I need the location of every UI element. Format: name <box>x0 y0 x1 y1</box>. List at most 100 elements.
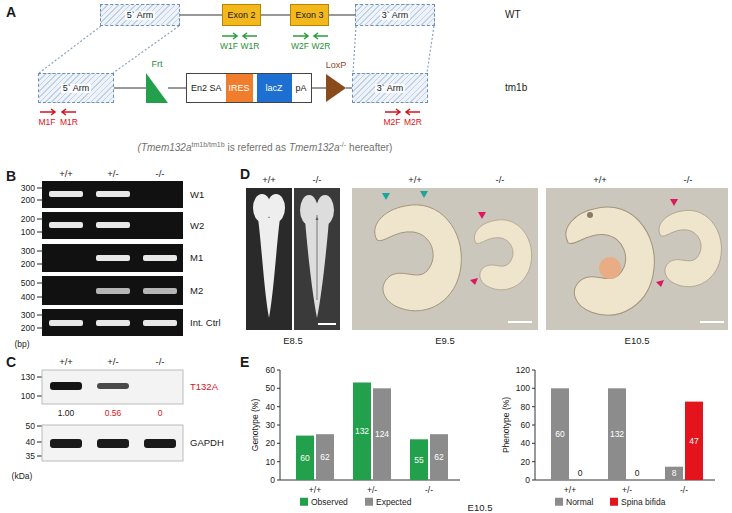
size-marker: 100 <box>21 392 35 401</box>
category-label: +/+ <box>564 486 576 495</box>
embryo-photo <box>294 188 340 330</box>
homology-arm-box: 3` Arm <box>355 4 435 26</box>
tick-label: 60 <box>266 366 275 375</box>
embryo-photo <box>566 207 654 315</box>
dna-band <box>49 191 177 326</box>
arrowhead-marker <box>420 191 428 198</box>
node-label: lacZ <box>266 84 283 93</box>
dna-band <box>143 288 177 294</box>
embryo-photo <box>659 210 721 286</box>
tick-label: 50 <box>266 384 275 393</box>
tick-label: 100 <box>516 384 530 393</box>
note-line: (Tmem132atm1b/tm1bis referred asTmem132a… <box>138 143 393 153</box>
agarose-gel <box>42 181 183 336</box>
primer-label: W2R <box>312 42 331 51</box>
band-ratio: 0 <box>158 409 163 418</box>
category-label: +/- <box>367 486 377 495</box>
primer-arrow <box>62 109 76 115</box>
panel-letter: B <box>6 169 16 183</box>
bar <box>665 467 683 480</box>
primer-arrow <box>293 33 308 39</box>
legend-swatch <box>555 498 563 506</box>
bar <box>316 434 334 480</box>
bar <box>296 436 314 480</box>
legend-item: Expected <box>365 498 411 507</box>
size-marker: 200 <box>21 260 35 269</box>
stage-label: E10.5 <box>468 503 493 513</box>
tick-label: 10 <box>266 457 275 466</box>
primer-arrow <box>40 109 55 115</box>
legend-label: Normal <box>566 498 593 507</box>
agarose-gel <box>42 276 183 305</box>
embryo-photo <box>352 188 538 330</box>
tick-label: 20 <box>266 439 275 448</box>
genotype-header: +/- <box>107 357 118 367</box>
ires-box: IRES <box>226 74 253 102</box>
size-marker: 300 <box>21 247 35 256</box>
panel-letter: C <box>6 355 16 369</box>
dna-band <box>49 191 83 197</box>
legend-swatch <box>365 498 373 506</box>
dotted-guide-line <box>427 26 434 73</box>
unit-label: (kDa) <box>12 472 33 481</box>
bar-value: 0 <box>635 469 640 478</box>
stage-label: E9.5 <box>435 336 455 346</box>
embryo-photo <box>258 218 280 318</box>
size-marker: 500 <box>21 279 35 288</box>
node-label: En2 SA <box>191 84 222 93</box>
primer-arrow <box>222 33 237 39</box>
homology-arm-box: 5` Arm <box>38 73 114 103</box>
genotype-header: -/- <box>496 175 505 185</box>
genotype-header: +/+ <box>408 175 422 185</box>
legend-label: Spina bifida <box>621 498 665 507</box>
tick-label: 0 <box>270 476 275 485</box>
bar-value: 47 <box>689 437 698 446</box>
node-label: 5` Arm <box>61 84 92 93</box>
homology-arm-box: 3` Arm <box>352 73 428 103</box>
dna-band <box>96 222 130 228</box>
note-text: Tmem132a <box>289 143 340 153</box>
embryo-photo <box>317 215 318 300</box>
dna-band <box>96 255 130 261</box>
panel-letter: E <box>240 355 249 369</box>
tick-label: 80 <box>521 402 530 411</box>
note-text: tm1b/tm1b <box>191 141 224 148</box>
bar-value: 60 <box>300 454 309 463</box>
panel-letter: A <box>6 5 16 19</box>
arrowhead-marker <box>470 278 478 285</box>
site-triangle-shape <box>326 74 346 102</box>
category-label: -/- <box>425 486 433 495</box>
row-label: GAPDH <box>190 438 224 448</box>
stage-label: E10.5 <box>625 336 650 346</box>
tick-label: 0 <box>525 476 530 485</box>
primer-arrow <box>243 33 257 39</box>
western-blot <box>50 382 82 390</box>
legend-item: Normal <box>555 498 593 507</box>
legend-swatch <box>300 498 308 506</box>
node-label: Exon 2 <box>227 11 255 20</box>
legend-item: Spina bifida <box>610 498 665 507</box>
embryo-photo <box>474 220 531 290</box>
bar <box>373 388 391 480</box>
primer-arrow <box>314 33 328 39</box>
dna-band <box>96 320 130 326</box>
node-label: IRES <box>229 84 250 93</box>
embryo-photo <box>587 212 593 218</box>
primer-label: W2F <box>291 42 309 51</box>
primer-label: W1R <box>241 42 260 51</box>
agarose-gel <box>42 244 183 272</box>
tick-label: 40 <box>521 439 530 448</box>
scale-bar <box>318 322 724 324</box>
size-marker: 100 <box>21 228 35 237</box>
tick-label: 40 <box>266 402 275 411</box>
genotype-header: +/+ <box>262 175 276 185</box>
western-blot <box>42 370 183 404</box>
note-text: (Tmem132a <box>138 143 192 153</box>
primer-arrow <box>40 109 420 115</box>
lacz-box: lacZ <box>257 74 292 102</box>
note-text: -/- <box>339 141 346 148</box>
primer-label: W1F <box>220 42 238 51</box>
western-blot <box>50 439 82 448</box>
primer-label: M1R <box>60 118 78 127</box>
row-label: Int. Ctrl <box>190 318 221 328</box>
